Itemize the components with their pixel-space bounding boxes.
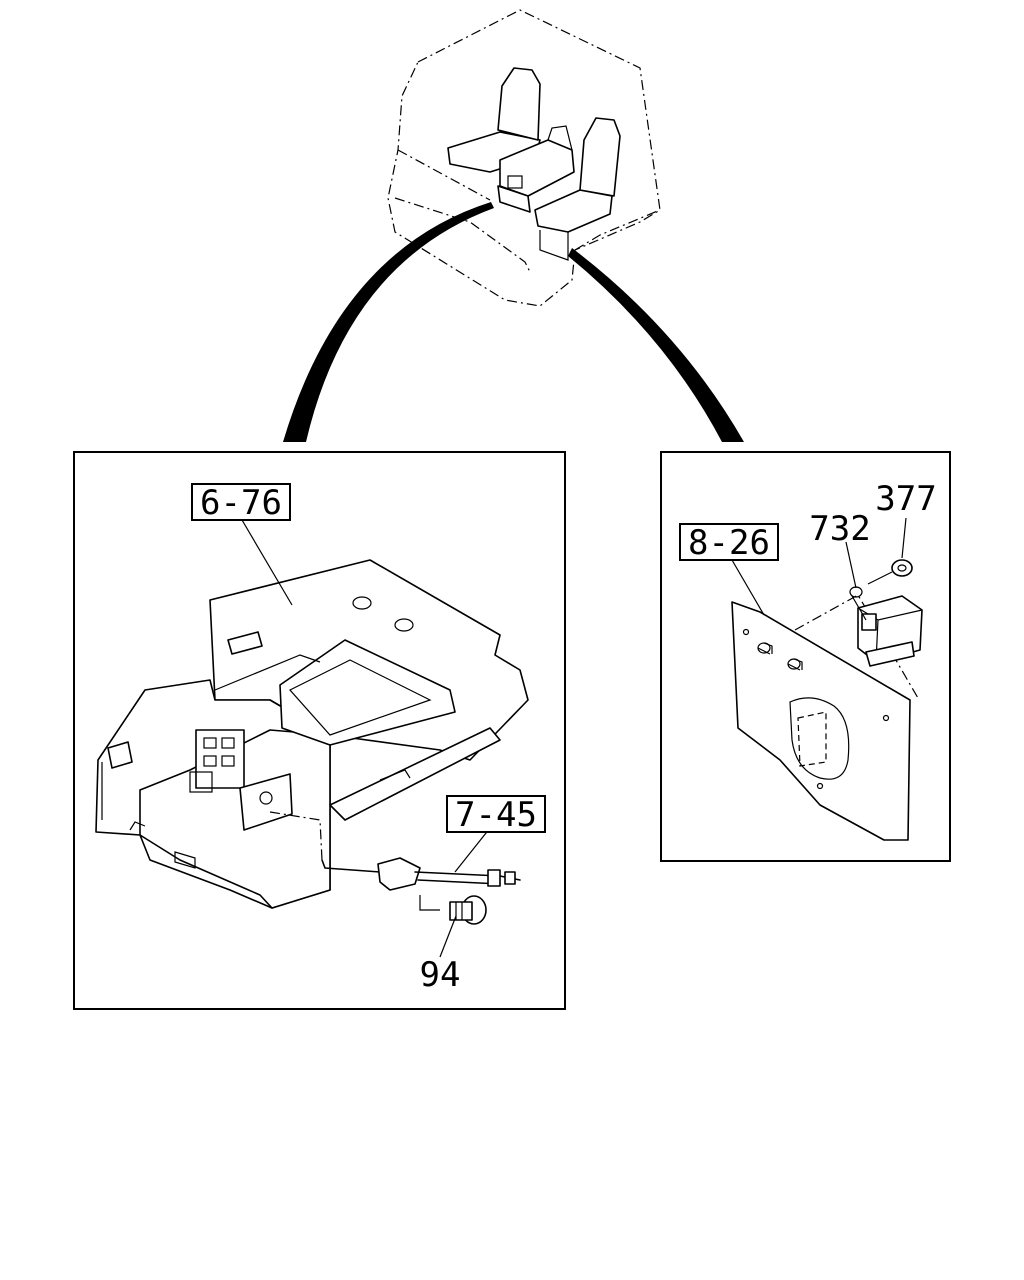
leader-94 <box>439 915 457 958</box>
part-label-94: 94 <box>420 955 461 995</box>
right-detail-panel <box>660 451 951 862</box>
leader-6-76 <box>241 519 293 606</box>
arc-left-connector <box>283 202 494 442</box>
arc-right-connector <box>568 248 744 442</box>
leader-7-45 <box>454 827 491 873</box>
harness-drawing <box>321 857 521 911</box>
leader-377 <box>901 517 907 559</box>
cab-overview <box>387 9 661 307</box>
callout-8-26: 8-26 <box>688 523 770 563</box>
part-label-732: 732 <box>809 509 870 549</box>
callout-box-6-76 <box>191 483 291 521</box>
callout-box-8-26 <box>679 523 779 561</box>
leader-8-26 <box>731 559 765 616</box>
callout-box-7-45 <box>446 795 546 833</box>
callout-6-76: 6-76 <box>200 483 282 523</box>
part-377-nut <box>867 559 913 585</box>
left-detail-panel <box>73 451 566 1010</box>
part-label-377: 377 <box>875 479 936 519</box>
callout-7-45: 7-45 <box>455 795 537 835</box>
bracket-panel-drawing <box>731 594 919 841</box>
part-732-relay <box>849 586 923 667</box>
center-console-drawing <box>95 559 529 909</box>
leader-732 <box>845 541 857 589</box>
part-94-clip <box>449 895 487 925</box>
